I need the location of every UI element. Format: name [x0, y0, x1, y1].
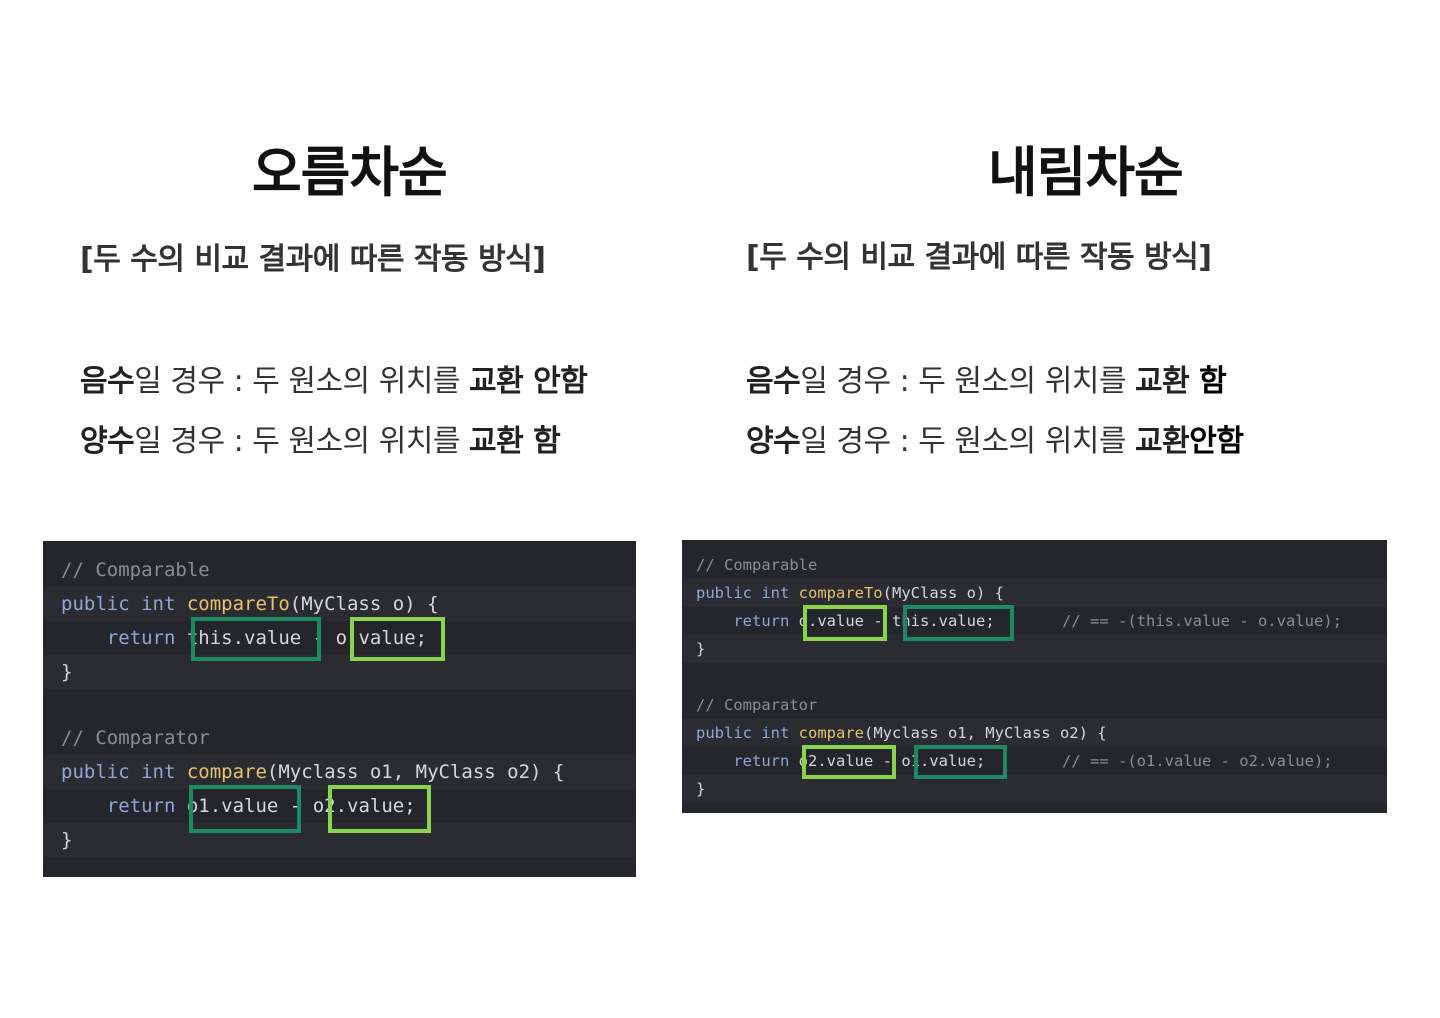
highlight-box-o2-value — [802, 745, 896, 779]
right-code-block: // Comparable public int compareTo(MyCla… — [682, 540, 1387, 813]
left-rule-positive: 양수일 경우 : 두 원소의 위치를 교환 함 — [80, 416, 561, 460]
highlight-box-this-value — [903, 605, 1014, 641]
rule-handwritten-action: 안함 — [1189, 424, 1244, 459]
code-note: // == -(this.value - o.value); — [1062, 612, 1342, 630]
code-brace: } — [696, 640, 706, 658]
rule-sign: 양수 — [80, 424, 135, 459]
right-title: 내림차순 — [988, 141, 1184, 204]
code-stripe — [682, 775, 1387, 803]
code-comment: // Comparable — [61, 559, 210, 581]
highlight-box-o1-value — [914, 745, 1007, 779]
code-comment: // Comparator — [696, 696, 818, 714]
rule-text: 일 경우 : 두 원소의 위치를 — [800, 364, 1136, 399]
code-line-return: return o2.value - o1.value; — [696, 752, 986, 770]
code-stripe — [682, 579, 1387, 607]
highlight-box-o2-value — [328, 785, 431, 833]
rule-handwritten-action: 함 — [1189, 364, 1227, 399]
rule-text: 일 경우 : 두 원소의 위치를 — [134, 424, 470, 459]
rule-text: 일 경우 : 두 원소의 위치를 — [800, 424, 1136, 459]
code-note: // == -(o1.value - o2.value); — [1062, 752, 1333, 770]
code-line-return: return this.value - o.value; — [61, 627, 428, 649]
rule-action: 교환 — [1135, 364, 1190, 399]
right-subtitle: [두 수의 비교 결과에 따른 작동 방식] — [746, 240, 1212, 275]
code-line-signature: public int compareTo(MyClass o) { — [61, 593, 439, 615]
code-line-return: return o.value - this.value; — [696, 612, 995, 630]
rule-text: 일 경우 : 두 원소의 위치를 — [134, 364, 470, 399]
rule-action: 교환 안함 — [469, 364, 588, 399]
left-code-block: // Comparable public int compareTo(MyCla… — [43, 541, 636, 877]
code-stripe — [682, 635, 1387, 663]
code-line-return: return o1.value - o2.value; — [61, 795, 416, 817]
highlight-box-this-value — [191, 617, 321, 661]
code-comment: // Comparator — [61, 727, 210, 749]
left-subtitle: [두 수의 비교 결과에 따른 작동 방식] — [80, 242, 546, 277]
right-rule-positive: 양수일 경우 : 두 원소의 위치를 교환안함 — [746, 416, 1244, 460]
code-stripe — [43, 655, 636, 689]
code-line-signature: public int compare(Myclass o1, MyClass o… — [696, 724, 1107, 742]
left-title: 오름차순 — [252, 141, 448, 204]
highlight-box-o-value — [350, 617, 445, 661]
code-brace: } — [61, 829, 73, 851]
rule-action: 교환 — [1135, 424, 1190, 459]
rule-action: 교환 함 — [469, 424, 561, 459]
code-brace: } — [61, 661, 73, 683]
left-rule-negative: 음수일 경우 : 두 원소의 위치를 교환 안함 — [80, 356, 588, 400]
code-brace: } — [696, 780, 706, 798]
right-rule-negative: 음수일 경우 : 두 원소의 위치를 교환 함 — [746, 356, 1227, 400]
code-stripe — [43, 823, 636, 857]
rule-sign: 양수 — [746, 424, 801, 459]
code-stripe — [682, 719, 1387, 747]
highlight-box-o1-value — [189, 785, 301, 833]
code-comment: // Comparable — [696, 556, 818, 574]
code-line-signature: public int compareTo(MyClass o) { — [696, 584, 1004, 602]
code-line-signature: public int compare(Myclass o1, MyClass o… — [61, 761, 565, 783]
highlight-box-o-value — [803, 605, 887, 641]
rule-sign: 음수 — [80, 364, 135, 399]
code-stripe — [43, 755, 636, 789]
rule-sign: 음수 — [746, 364, 801, 399]
code-stripe — [43, 587, 636, 621]
